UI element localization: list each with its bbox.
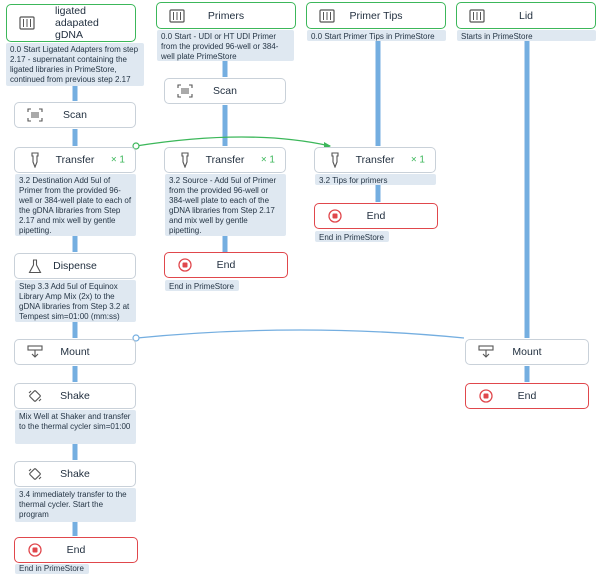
transfer-count: × 1 [410,154,425,166]
node-primers-start[interactable]: Primers [156,2,296,29]
node-label: Shake [60,390,90,402]
barcode-scan-icon [175,81,195,101]
stop-icon [325,206,345,226]
node-scan-col2[interactable]: Scan [164,78,286,104]
node-end-col3[interactable]: End [314,203,438,229]
stop-icon [25,540,45,560]
node-label: Shake [60,468,90,480]
pipette-icon [175,150,195,170]
node-description: End in PrimeStore [315,231,389,242]
pipette-icon [25,150,45,170]
node-description: 0.0 Start Ligated Adapters from step 2.1… [6,43,144,86]
node-label: Dispense [53,260,97,272]
node-label: End [366,210,386,222]
node-label: Primer Tips [349,9,403,22]
pipette-icon [325,150,345,170]
node-label: End [517,390,537,402]
plate-icon [317,6,337,26]
node-transfer-col3[interactable]: Transfer × 1 [314,147,436,173]
flask-icon [25,256,45,276]
node-label: Transfer [55,154,95,166]
node-description: 0.0 Start Primer Tips in PrimeStore [307,30,446,41]
node-description: 3.4 immediately transfer to the thermal … [15,488,136,522]
mount-icon [476,342,496,362]
node-transfer-col1[interactable]: Transfer × 1 [14,147,136,173]
transfer-count: × 1 [110,154,125,166]
node-end-col4[interactable]: End [465,383,589,409]
node-description: End in PrimeStore [15,564,89,574]
shake-icon [25,464,45,484]
link-col4-mount-to-col1-mount [136,329,465,339]
node-dispense-col1[interactable]: Dispense [14,253,136,279]
node-end-col2[interactable]: End [164,252,288,278]
node-scan-col1[interactable]: Scan [14,102,136,128]
node-label: Transfer [355,154,395,166]
transfer-count: × 1 [260,154,275,166]
node-label: Mount [512,346,542,358]
node-description: 3.2 Source - Add 5ul of Primer from the … [165,174,286,236]
node-shake-col1-b[interactable]: Shake [14,461,136,487]
barcode-scan-icon [25,105,45,125]
node-transfer-col2[interactable]: Transfer × 1 [164,147,286,173]
stop-icon [476,386,496,406]
node-label: ligated adapated gDNA [55,5,99,41]
link-col1-transfer-to-col3-transfer [135,136,331,147]
node-label: End [66,544,86,556]
node-description: End in PrimeStore [165,280,239,291]
node-description: 3.2 Tips for primers [315,174,436,185]
node-description: Starts in PrimeStore [457,30,596,41]
stop-icon [175,255,195,275]
node-lid-start[interactable]: Lid [456,2,596,29]
node-description: 3.2 Destination Add 5ul of Primer from t… [15,174,136,236]
shake-icon [25,386,45,406]
node-label: End [216,259,236,271]
plate-icon [167,6,187,26]
node-description: Step 3.3 Add 5ul of Equinox Library Amp … [15,280,136,322]
node-primer-tips-start[interactable]: Primer Tips [306,2,446,29]
mount-icon [25,342,45,362]
node-label: Scan [213,85,237,97]
node-description: 0.0 Start - UDI or HT UDI Primer from th… [157,30,294,61]
plate-icon [467,6,487,26]
node-label: Lid [518,9,533,22]
node-mount-col4[interactable]: Mount [465,339,589,365]
node-label: Primers [207,9,245,22]
node-label: Mount [60,346,90,358]
node-label: Transfer [205,154,245,166]
node-label: Scan [63,109,87,121]
node-shake-col1-a[interactable]: Shake [14,383,136,409]
node-mount-col1[interactable]: Mount [14,339,136,365]
plate-icon [17,13,37,33]
node-end-col1[interactable]: End [14,537,138,563]
node-ligated-gdna-start[interactable]: ligated adapated gDNA [6,4,136,42]
node-description: Mix Well at Shaker and transfer to the t… [15,410,136,444]
